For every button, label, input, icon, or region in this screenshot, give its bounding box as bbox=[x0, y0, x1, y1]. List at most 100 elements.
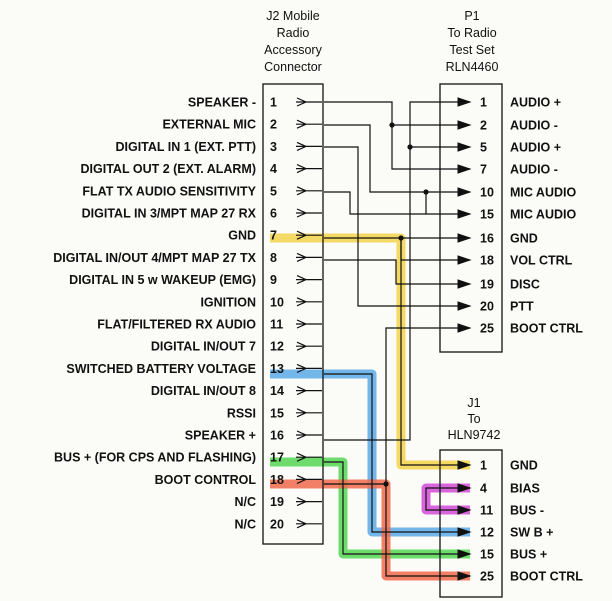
p1-pin-label: VOL CTRL bbox=[510, 254, 573, 268]
p1-pin-number: 5 bbox=[480, 141, 487, 155]
j2-pin-label: DIGITAL OUT 2 (EXT. ALARM) bbox=[81, 162, 256, 176]
j2-pin-number: 20 bbox=[270, 517, 284, 531]
wire-speaker-minus-to-p1-7 bbox=[391, 125, 470, 170]
socket-symbol bbox=[296, 119, 322, 129]
j2-pin-number: 5 bbox=[270, 184, 277, 198]
p1-header-line: Test Set bbox=[449, 43, 495, 57]
j2-pin-row: SPEAKER +16 bbox=[185, 429, 322, 443]
wire-mic-audio-15 bbox=[425, 192, 470, 215]
j1-pin-label: BUS + bbox=[510, 548, 547, 562]
junction-dot bbox=[389, 122, 395, 128]
socket-symbol bbox=[296, 452, 322, 462]
j2-pin-label: GND bbox=[228, 229, 256, 243]
j1-pin-label: BIAS bbox=[510, 482, 540, 496]
junction-dot bbox=[398, 235, 404, 241]
j2-pin-label: RSSI bbox=[227, 406, 256, 420]
wire-gnd-j1 bbox=[400, 238, 470, 466]
j2-pin-number: 8 bbox=[270, 251, 277, 265]
j1-header-line: To bbox=[467, 412, 480, 426]
j2-pin-number: 12 bbox=[270, 340, 284, 354]
j2-pin-label: FLAT/FILTERED RX AUDIO bbox=[97, 318, 256, 332]
p1-pin-number: 16 bbox=[480, 232, 494, 246]
j2-pin-row: FLAT TX AUDIO SENSITIVITY 5 bbox=[82, 184, 322, 198]
j1-connector-box bbox=[439, 449, 503, 598]
j2-pin-number: 15 bbox=[270, 406, 284, 420]
j1-pin-number: 1 bbox=[480, 459, 487, 473]
p1-pin-label: AUDIO - bbox=[510, 163, 558, 177]
j1-header-line: J1 bbox=[467, 396, 480, 410]
p1-pin-number: 18 bbox=[480, 254, 494, 268]
j2-pin-number: 13 bbox=[270, 362, 284, 376]
j1-pin-number: 12 bbox=[480, 526, 494, 540]
wire-boot-ctrl-p1 bbox=[385, 327, 470, 484]
wire-ext-ptt bbox=[324, 146, 470, 307]
wire-bias-loop bbox=[425, 487, 470, 511]
junction-dot bbox=[423, 189, 429, 195]
socket-symbol bbox=[296, 297, 322, 307]
j2-pin-label: BUS + (FOR CPS AND FLASHING) bbox=[54, 451, 256, 465]
p1-header: P1 To Radio Test Set RLN4460 bbox=[446, 9, 499, 74]
j2-pin-label: DIGITAL IN 5 w WAKEUP (EMG) bbox=[69, 273, 256, 287]
wire-switched-battery bbox=[324, 373, 470, 533]
wire-bus-plus bbox=[324, 461, 470, 555]
junction-dot bbox=[383, 481, 389, 487]
socket-symbol bbox=[296, 386, 322, 396]
j2-pin-row: DIGITAL OUT 2 (EXT. ALARM)4 bbox=[81, 162, 322, 176]
p1-header-line: To Radio bbox=[447, 26, 496, 40]
j2-pin-label: FLAT TX AUDIO SENSITIVITY bbox=[82, 184, 256, 198]
p1-header-line: P1 bbox=[464, 9, 479, 23]
j2-pin-row: SPEAKER -1 bbox=[188, 96, 322, 110]
j2-pin-row: DIGITAL IN 5 w WAKEUP (EMG) 9 bbox=[69, 273, 322, 287]
j2-pin-label: SPEAKER - bbox=[188, 96, 256, 110]
j2-pin-number: 18 bbox=[270, 473, 284, 487]
j1-pin-number: 15 bbox=[480, 548, 494, 562]
j2-pin-label: SWITCHED BATTERY VOLTAGE bbox=[66, 362, 256, 376]
j2-header: J2 Mobile Radio Accessory Connector bbox=[264, 9, 322, 74]
socket-symbol bbox=[296, 252, 322, 262]
socket-symbol bbox=[296, 164, 322, 174]
p1-pin-label: MIC AUDIO bbox=[510, 186, 576, 200]
socket-symbol bbox=[296, 208, 322, 218]
j2-pin-number: 14 bbox=[270, 384, 284, 398]
socket-symbol bbox=[296, 363, 322, 373]
j2-pin-number: 9 bbox=[270, 273, 277, 287]
j2-pin-label: N/C bbox=[234, 495, 256, 509]
p1-pin-number: 25 bbox=[480, 322, 494, 336]
socket-symbol bbox=[296, 141, 322, 151]
j1-pin-label: BUS - bbox=[510, 504, 544, 518]
p1-header-line: RLN4460 bbox=[446, 60, 499, 74]
j2-header-line: Connector bbox=[264, 60, 322, 74]
socket-symbol bbox=[296, 319, 322, 329]
socket-symbol bbox=[296, 430, 322, 440]
j2-pin-number: 17 bbox=[270, 451, 284, 465]
socket-symbol bbox=[296, 230, 322, 240]
p1-pin-number: 15 bbox=[480, 208, 494, 222]
p1-pin-label: PTT bbox=[510, 300, 534, 314]
wire-speaker-plus bbox=[324, 101, 470, 441]
p1-pin-label: AUDIO - bbox=[510, 119, 558, 133]
j2-pin-number: 6 bbox=[270, 207, 277, 221]
j2-pin-number: 3 bbox=[270, 140, 277, 154]
j2-pin-row: DIGITAL IN/OUT 7 12 bbox=[151, 340, 322, 354]
j2-pin-number: 10 bbox=[270, 295, 284, 309]
j2-pin-label: DIGITAL IN/OUT 7 bbox=[151, 340, 256, 354]
socket-symbol bbox=[296, 97, 322, 107]
